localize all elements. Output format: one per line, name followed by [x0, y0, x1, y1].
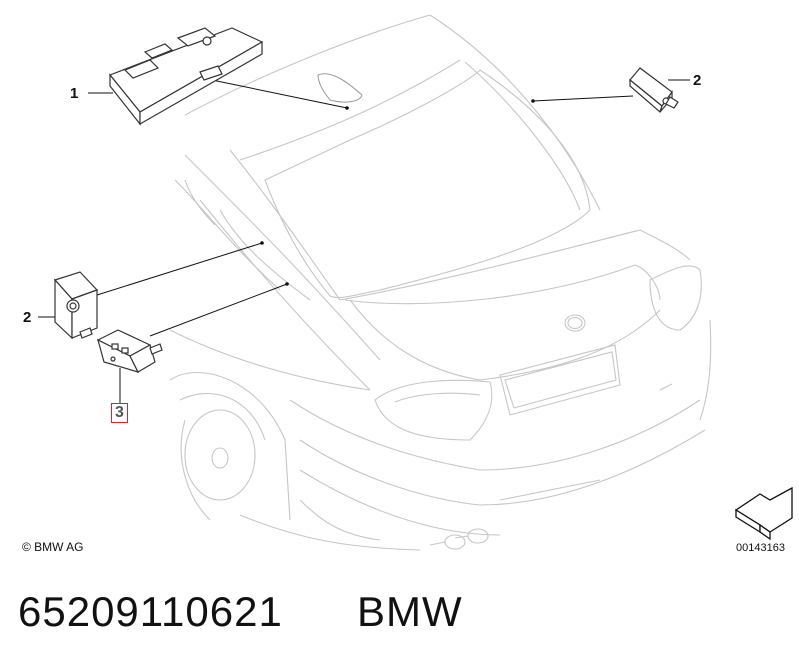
copyright-notice: © BMW AG: [22, 540, 84, 554]
leader-dots: [260, 99, 535, 286]
part-2-module-left: [53, 271, 99, 340]
brand-caption: BMW: [357, 588, 463, 635]
callout-2-right: 2: [693, 72, 702, 89]
callout-1: 1: [70, 85, 79, 102]
part-3-module: [96, 329, 163, 373]
callout-2-left: 2: [23, 309, 32, 326]
part-1-antenna-module: [109, 27, 264, 126]
part-number: 65209110621: [18, 588, 283, 635]
image-code: 00143163: [736, 542, 785, 554]
car-illustration: [169, 14, 712, 551]
part-2-module-right: [629, 67, 679, 114]
roof-antenna: [317, 73, 363, 103]
leader-lines: [38, 79, 690, 404]
callout-3-highlighted: 3: [111, 403, 128, 423]
direction-arrow-icon: [734, 486, 793, 541]
